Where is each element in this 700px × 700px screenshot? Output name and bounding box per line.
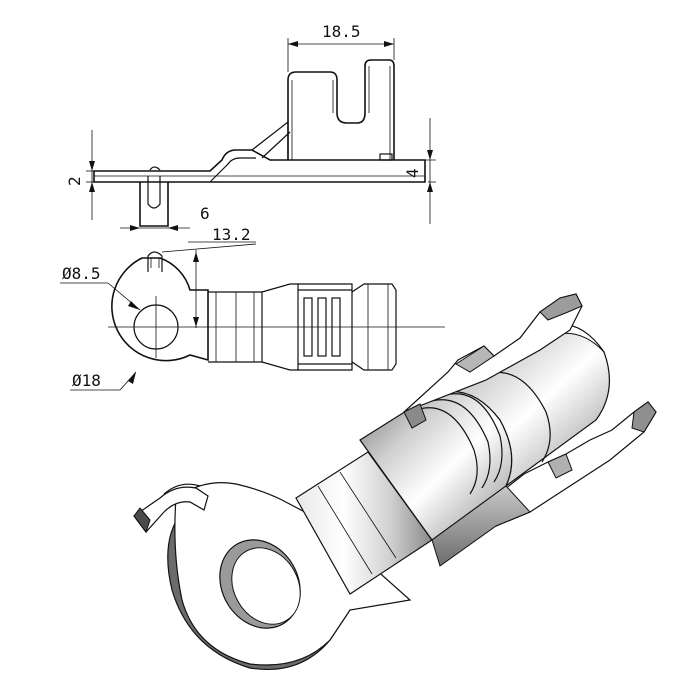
dim-label-outer-diameter: Ø18 [72, 371, 101, 390]
isometric-terminal-render [133, 293, 657, 671]
dim-label-left-height: 2 [65, 176, 84, 186]
dim-18-5: 18.5 [287, 22, 395, 72]
dim-label-top-width: 18.5 [322, 22, 361, 41]
dim-label-offset: 13.2 [212, 225, 251, 244]
dim-8-5: Ø8.5 [60, 264, 141, 311]
dim-label-hole-diameter: Ø8.5 [62, 264, 101, 283]
dim-4: 4 [396, 118, 436, 224]
top-view [108, 251, 445, 371]
side-view [93, 59, 426, 227]
dim-13-2: 13.2 [161, 225, 257, 328]
dim-6: 6 [120, 204, 210, 231]
dim-2: 2 [65, 130, 100, 220]
dim-label-right-height: 4 [403, 168, 422, 178]
dim-18: Ø18 [70, 371, 137, 391]
dim-label-slot-width: 6 [200, 204, 210, 223]
